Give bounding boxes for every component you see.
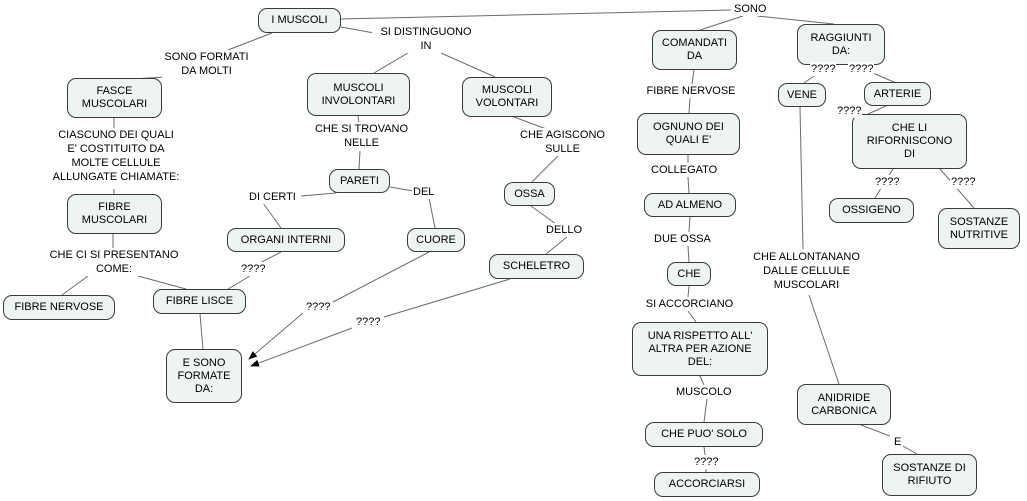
link-che-si-trovano-nelle: CHE SI TROVANO NELLE bbox=[302, 122, 421, 150]
link-si-accorciano: SI ACCORCIANO bbox=[640, 297, 739, 311]
node-ossa[interactable]: OSSA bbox=[504, 182, 555, 206]
link-del: DEL bbox=[412, 185, 436, 199]
node-anidride-carbonica[interactable]: ANIDRIDE CARBONICA bbox=[797, 384, 891, 425]
link-placeholder-raggiunti-arterie[interactable]: ???? bbox=[848, 62, 875, 76]
node-cuore[interactable]: CUORE bbox=[407, 228, 465, 252]
link-ciascuno-dei-quali: CIASCUNO DEI QUALI E' COSTITUITO DA MOLT… bbox=[42, 128, 190, 184]
node-raggiunti-da[interactable]: RAGGIUNTI DA: bbox=[797, 24, 885, 65]
link-sono-formati-da-molti: SONO FORMATI DA MOLTI bbox=[162, 50, 251, 78]
node-fasce-muscolari[interactable]: FASCE MUSCOLARI bbox=[67, 78, 162, 118]
node-una-rispetto-all-altra[interactable]: UNA RISPETTO ALL' ALTRA PER AZIONE DEL: bbox=[632, 322, 768, 376]
link-placeholder-raggiunti-vene[interactable]: ???? bbox=[810, 62, 837, 76]
link-placeholder-sostanze-nutritive[interactable]: ???? bbox=[950, 175, 977, 189]
link-dello: DELLO bbox=[545, 223, 584, 237]
node-scheletro[interactable]: SCHELETRO bbox=[489, 254, 584, 279]
link-che-agiscono-sulle: CHE AGISCONO SULLE bbox=[512, 128, 613, 156]
node-pareti[interactable]: PARETI bbox=[329, 169, 390, 193]
link-si-distinguono-in: SI DISTINGUONO IN bbox=[372, 25, 480, 53]
link-che-ci-si-presentano-come: CHE CI SI PRESENTANO COME: bbox=[38, 248, 190, 276]
node-fibre-muscolari[interactable]: FIBRE MUSCOLARI bbox=[67, 194, 162, 234]
arrow-connector-lines bbox=[248, 312, 353, 367]
node-che-puo-solo[interactable]: CHE PUO' SOLO bbox=[645, 422, 763, 447]
link-placeholder-ossigeno[interactable]: ???? bbox=[874, 175, 901, 189]
node-arterie[interactable]: ARTERIE bbox=[864, 82, 931, 106]
node-muscoli-involontari[interactable]: MUSCOLI INVOLONTARI bbox=[307, 73, 410, 116]
link-muscolo: MUSCOLO bbox=[675, 385, 733, 399]
link-placeholder-accorciarsi[interactable]: ???? bbox=[693, 455, 720, 469]
link-collegato: COLLEGATO bbox=[650, 163, 719, 177]
node-ossigeno[interactable]: OSSIGENO bbox=[829, 198, 914, 223]
link-di-certi: DI CERTI bbox=[248, 190, 297, 204]
link-sono: SONO bbox=[733, 2, 768, 16]
link-placeholder-arterie-riforniscono[interactable]: ???? bbox=[836, 104, 863, 118]
node-sostanze-di-rifiuto[interactable]: SOSTANZE DI RIFIUTO bbox=[882, 454, 977, 496]
link-placeholder-fibre-lisce[interactable]: ???? bbox=[240, 262, 267, 276]
node-muscoli-volontari[interactable]: MUSCOLI VOLONTARI bbox=[462, 77, 552, 117]
node-ognuno-dei-quali-e[interactable]: OGNUNO DEI QUALI E' bbox=[637, 113, 740, 155]
link-fibre-nervose: FIBRE NERVOSE bbox=[640, 84, 742, 98]
node-e-sono-formate-da[interactable]: E SONO FORMATE DA: bbox=[166, 349, 242, 403]
link-e: E bbox=[893, 435, 903, 449]
link-placeholder-cuore[interactable]: ???? bbox=[305, 300, 332, 314]
node-che-li-riforniscono-di[interactable]: CHE LI RIFORNISCONO DI bbox=[852, 114, 967, 169]
node-comandati-da[interactable]: COMANDATI DA bbox=[652, 30, 737, 70]
node-vene[interactable]: VENE bbox=[778, 83, 826, 107]
link-due-ossa: DUE OSSA bbox=[653, 232, 712, 246]
node-ad-almeno[interactable]: AD ALMENO bbox=[644, 193, 736, 217]
node-organi-interni[interactable]: ORGANI INTERNI bbox=[227, 228, 345, 252]
link-placeholder-scheletro[interactable]: ???? bbox=[355, 315, 382, 329]
node-fibre-lisce[interactable]: FIBRE LISCE bbox=[153, 289, 246, 314]
link-che-allontanano: CHE ALLONTANANO DALLE CELLULE MUSCOLARI bbox=[745, 250, 868, 292]
connector-lines bbox=[61, 9, 975, 472]
node-sostanze-nutritive[interactable]: SOSTANZE NUTRITIVE bbox=[938, 208, 1020, 249]
node-i-muscoli[interactable]: I MUSCOLI bbox=[258, 8, 341, 33]
node-fibre-nervose[interactable]: FIBRE NERVOSE bbox=[3, 295, 115, 320]
node-accorciarsi[interactable]: ACCORCIARSI bbox=[654, 472, 760, 497]
node-che[interactable]: CHE bbox=[667, 262, 711, 286]
